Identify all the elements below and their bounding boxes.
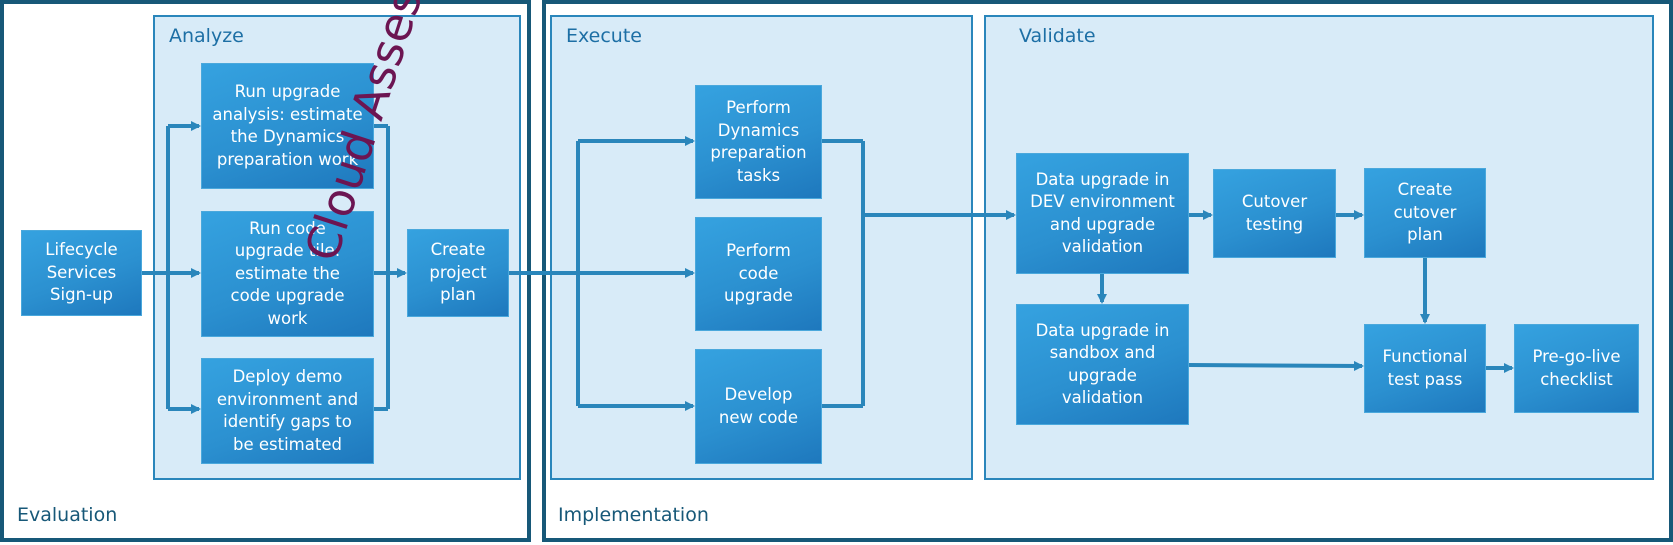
box-label-line: tasks <box>736 165 781 185</box>
box-label-line: validation <box>1061 388 1144 407</box>
box-label-line: preparation <box>710 143 807 162</box>
box-label-line: DEV environment <box>1030 192 1175 211</box>
box-label-line: test pass <box>1387 369 1463 389</box>
run-code-upgrade-tile-box: Run code upgrade tile:estimate the code up… <box>201 211 374 337</box>
box-label-line: Deploy demo <box>232 367 343 386</box>
box-label-line: plan <box>440 285 476 305</box>
box-label-line: the Dynamics <box>230 127 345 146</box>
deploy-demo-environment-box: Deploy demo environment and identify gaps … <box>201 358 374 464</box>
box-label-line: estimate the <box>235 263 340 283</box>
box-label-line: project <box>429 262 487 282</box>
box-label-line: preparation work <box>216 149 359 169</box>
box-label-line: upgrade tile: <box>234 241 341 261</box>
box-label-line: Data upgrade in <box>1035 169 1170 189</box>
box-label-line: work <box>267 308 308 328</box>
box-label: Deploy demo environment and identify gaps … <box>217 366 358 456</box>
box-label-line: Sign-up <box>50 285 113 305</box>
box-label-line: be estimated <box>233 434 342 454</box>
box-label-line: cutover <box>1393 202 1457 222</box>
box-label: Data upgrade in DEV environment and upgrad… <box>1030 169 1175 259</box>
evaluation-title: Evaluation <box>17 504 118 526</box>
box-label-line: Create <box>1397 180 1453 200</box>
box-label-line: Perform <box>726 241 791 261</box>
box-label: Develop new code <box>719 384 798 429</box>
box-label-line: code <box>738 263 779 283</box>
box-label: Pre-go-live checklist <box>1532 346 1620 391</box>
box-label-line: code upgrade <box>230 286 345 306</box>
arrow-to-functional-test-from-sandbox <box>1188 360 1364 371</box>
data-upgrade-sandbox-box: Data upgrade in sandbox and upgrade validat… <box>1016 304 1189 425</box>
box-label: Data upgrade in sandbox and upgrade validat… <box>1036 320 1170 410</box>
box-label-line: environment and <box>216 389 359 409</box>
box-label-line: analysis: estimate <box>212 104 363 124</box>
box-label: Cutover testing <box>1242 191 1307 236</box>
box-label-line: checklist <box>1540 369 1613 389</box>
validate-title: Validate <box>1019 25 1096 47</box>
pre-go-live-checklist-box: Pre-go-live checklist <box>1514 324 1639 413</box>
box-label-line: Pre-go-live <box>1532 347 1621 366</box>
box-label-line: Create <box>430 240 486 260</box>
box-label-line: Run upgrade <box>234 82 341 101</box>
box-label-line: Perform <box>726 98 791 117</box>
box-label-line: Functional <box>1382 347 1468 366</box>
box-label-line: Cutover <box>1241 192 1308 211</box>
box-label: Functional test pass <box>1383 346 1468 391</box>
box-label-line: Data upgrade in <box>1035 320 1170 340</box>
box-label-line: sandbox and <box>1049 343 1156 362</box>
box-label-line: Dynamics <box>717 120 800 140</box>
box-label-line: and upgrade <box>1049 214 1156 234</box>
analyze-title: Analyze <box>169 25 244 47</box>
box-label-line: Lifecycle <box>45 240 118 260</box>
box-label-line: upgrade <box>1068 365 1137 385</box>
box-label-line: upgrade <box>724 286 793 306</box>
box-label: Run upgrade analysis: estimate the Dynamic… <box>212 81 362 171</box>
develop-new-code-box: Develop new code <box>695 349 822 464</box>
box-label: Run code upgrade tile:estimate the code up… <box>231 218 345 331</box>
box-label-line: testing <box>1245 214 1304 234</box>
run-upgrade-analysis-box: Run upgrade analysis: estimate the Dynamic… <box>201 63 374 189</box>
box-label-line: Services <box>46 262 117 282</box>
data-upgrade-dev-box: Data upgrade in DEV environment and upgrad… <box>1016 153 1189 274</box>
box-label-line: validation <box>1061 237 1144 256</box>
implementation-title: Implementation <box>558 504 709 526</box>
box-label-line: new code <box>718 407 799 427</box>
cutover-testing-box: Cutover testing <box>1213 169 1336 258</box>
box-label-line: Run code <box>249 218 326 238</box>
box-label-line: identify gaps to <box>223 412 352 431</box>
functional-test-pass-box: Functional test pass <box>1364 324 1486 413</box>
execute-title: Execute <box>566 25 642 47</box>
box-label-line: Develop <box>724 385 793 404</box>
box-label-line: plan <box>1407 225 1443 245</box>
